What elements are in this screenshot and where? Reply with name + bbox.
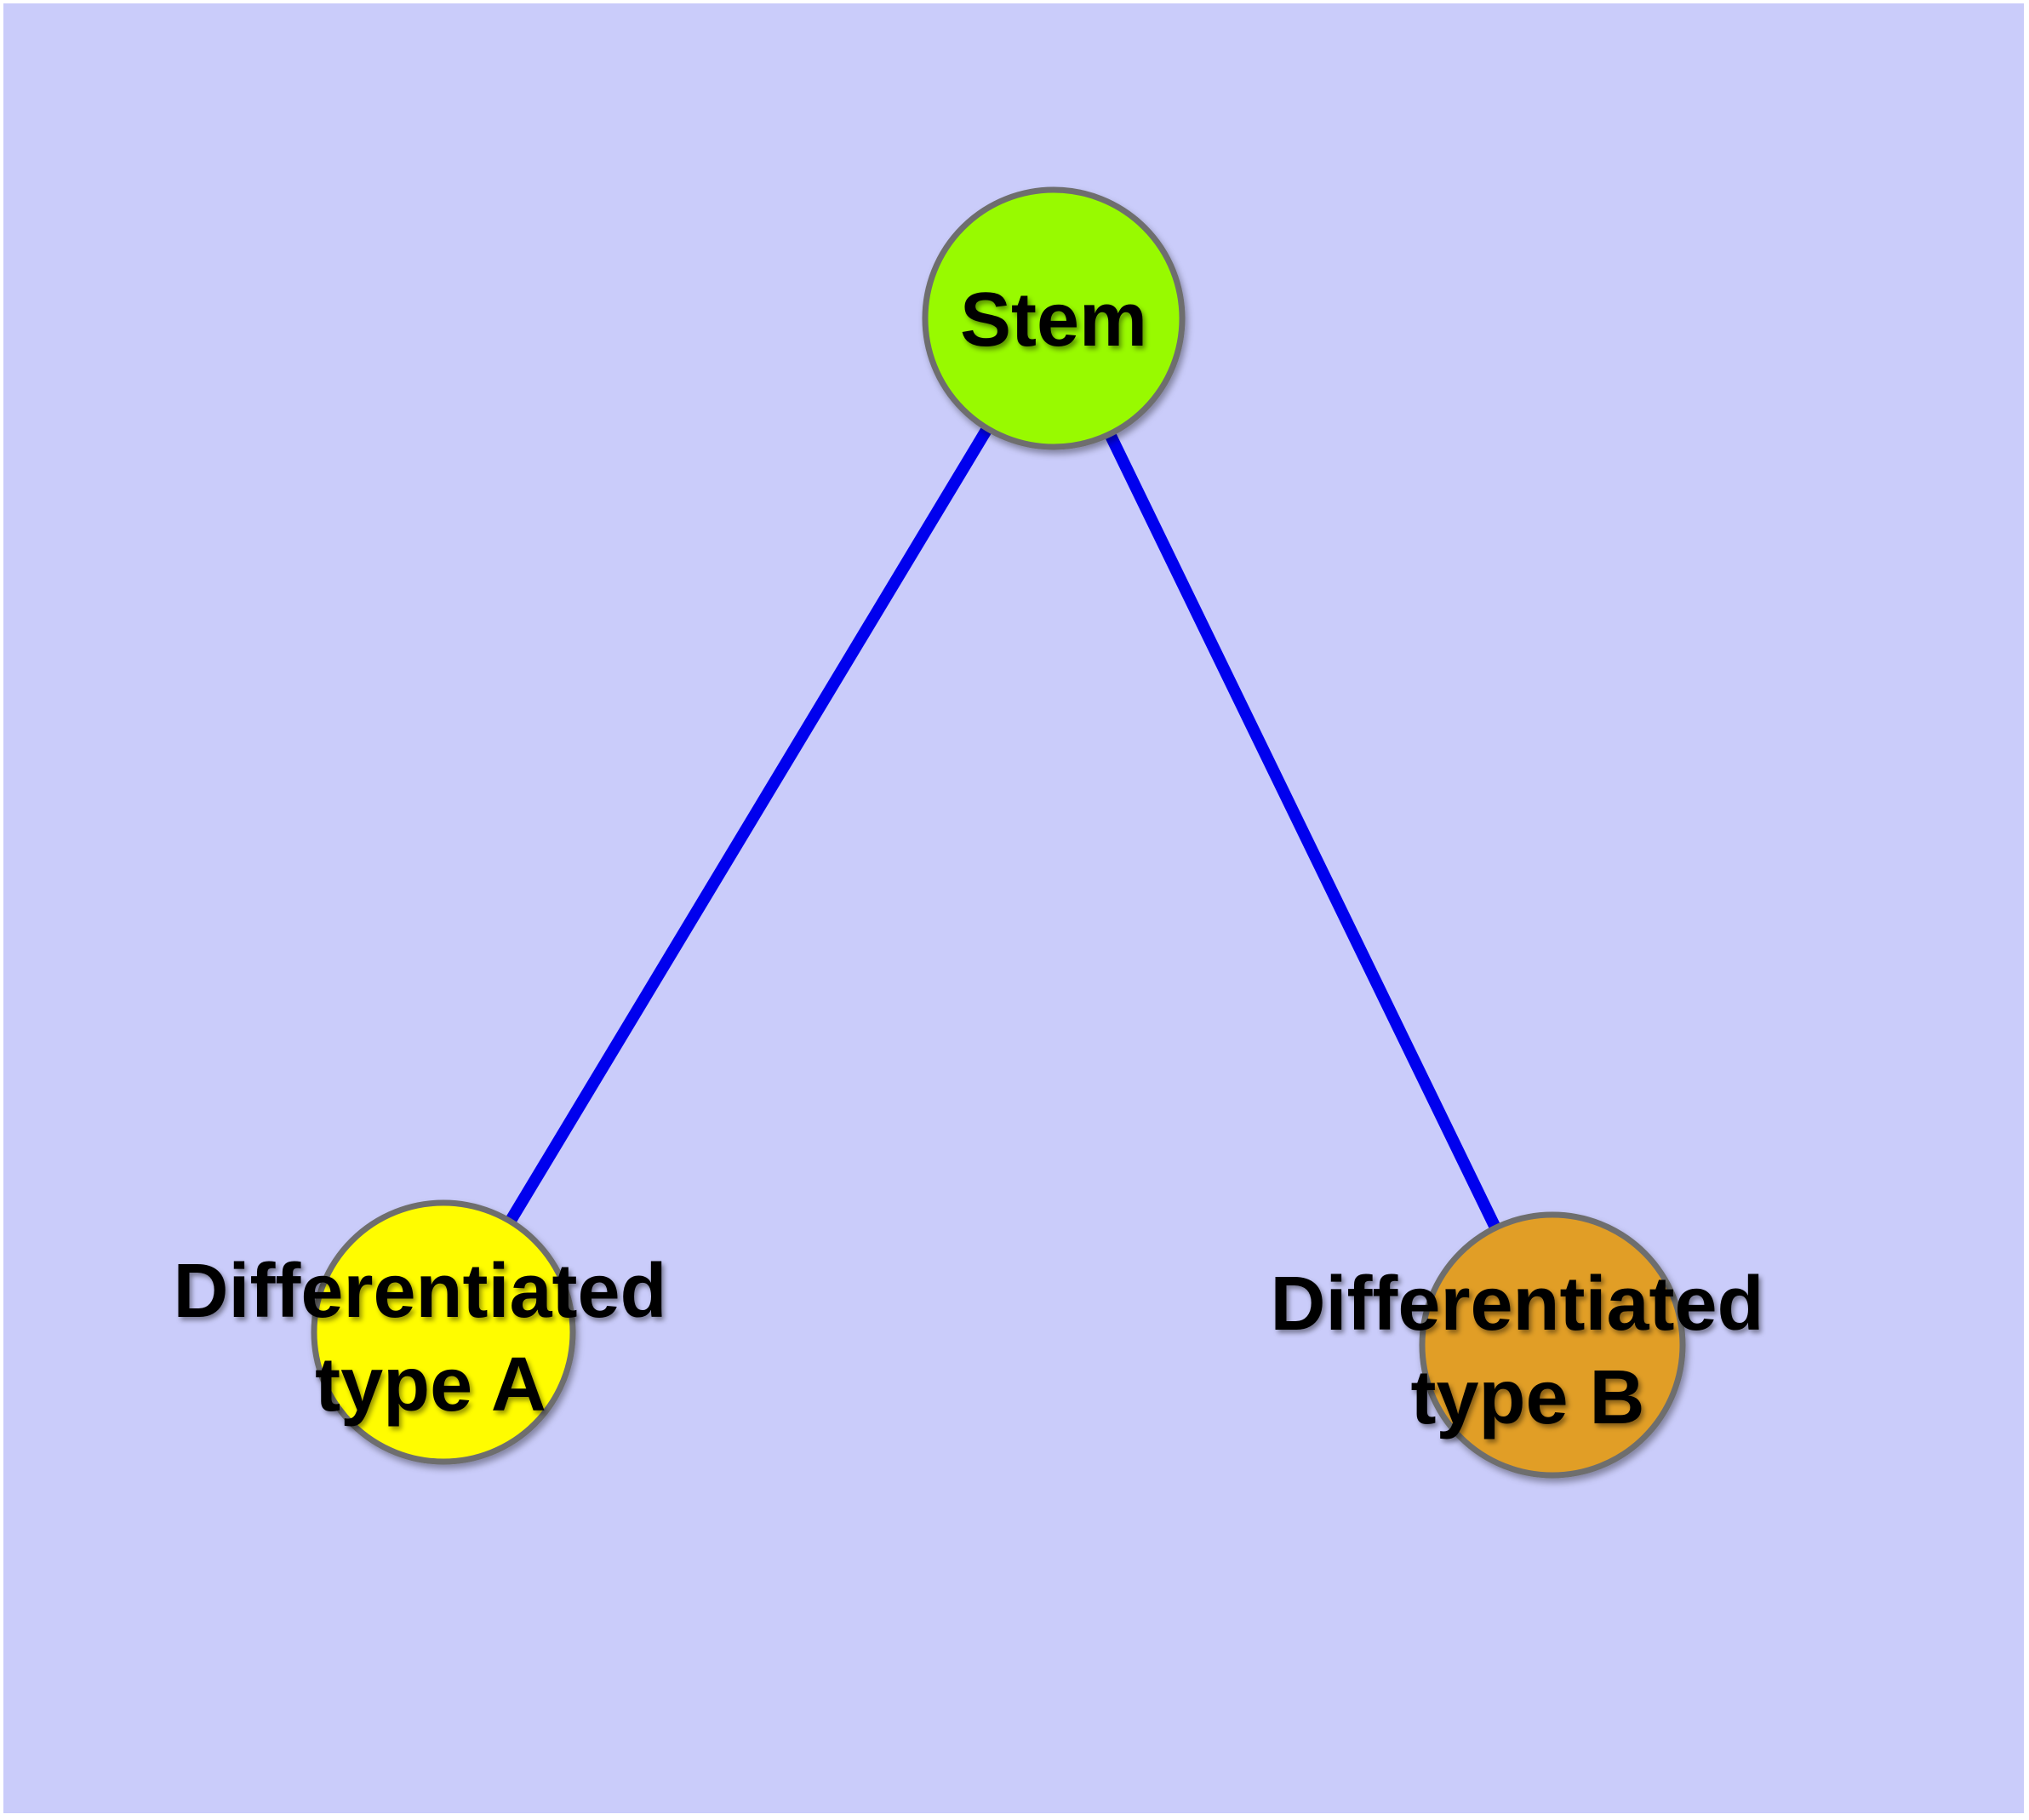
- node-differentiated-type-b: [1419, 1211, 1686, 1479]
- node-stem-label: Stem: [960, 278, 1147, 363]
- node-differentiated-type-b-label: Differentiated type B: [1270, 1262, 1785, 1440]
- node-differentiated-type-a: [311, 1199, 576, 1465]
- edge-stem-to-type-b: [1048, 315, 1558, 1348]
- type-a-label-line-2: type A: [315, 1342, 546, 1428]
- type-a-label-line-1: Differentiated: [173, 1249, 666, 1334]
- node-stem: [922, 186, 1186, 450]
- node-differentiated-type-a-label: Differentiated type A: [173, 1249, 688, 1428]
- label-group: Stem Differentiated type A Differentiate…: [173, 278, 1785, 1440]
- edge-stem-to-type-a: [438, 315, 1059, 1336]
- node-group: [311, 186, 1686, 1479]
- type-b-label-line-2: type B: [1410, 1355, 1644, 1440]
- type-b-label-line-1: Differentiated: [1270, 1262, 1763, 1347]
- edge-group: [438, 315, 1558, 1348]
